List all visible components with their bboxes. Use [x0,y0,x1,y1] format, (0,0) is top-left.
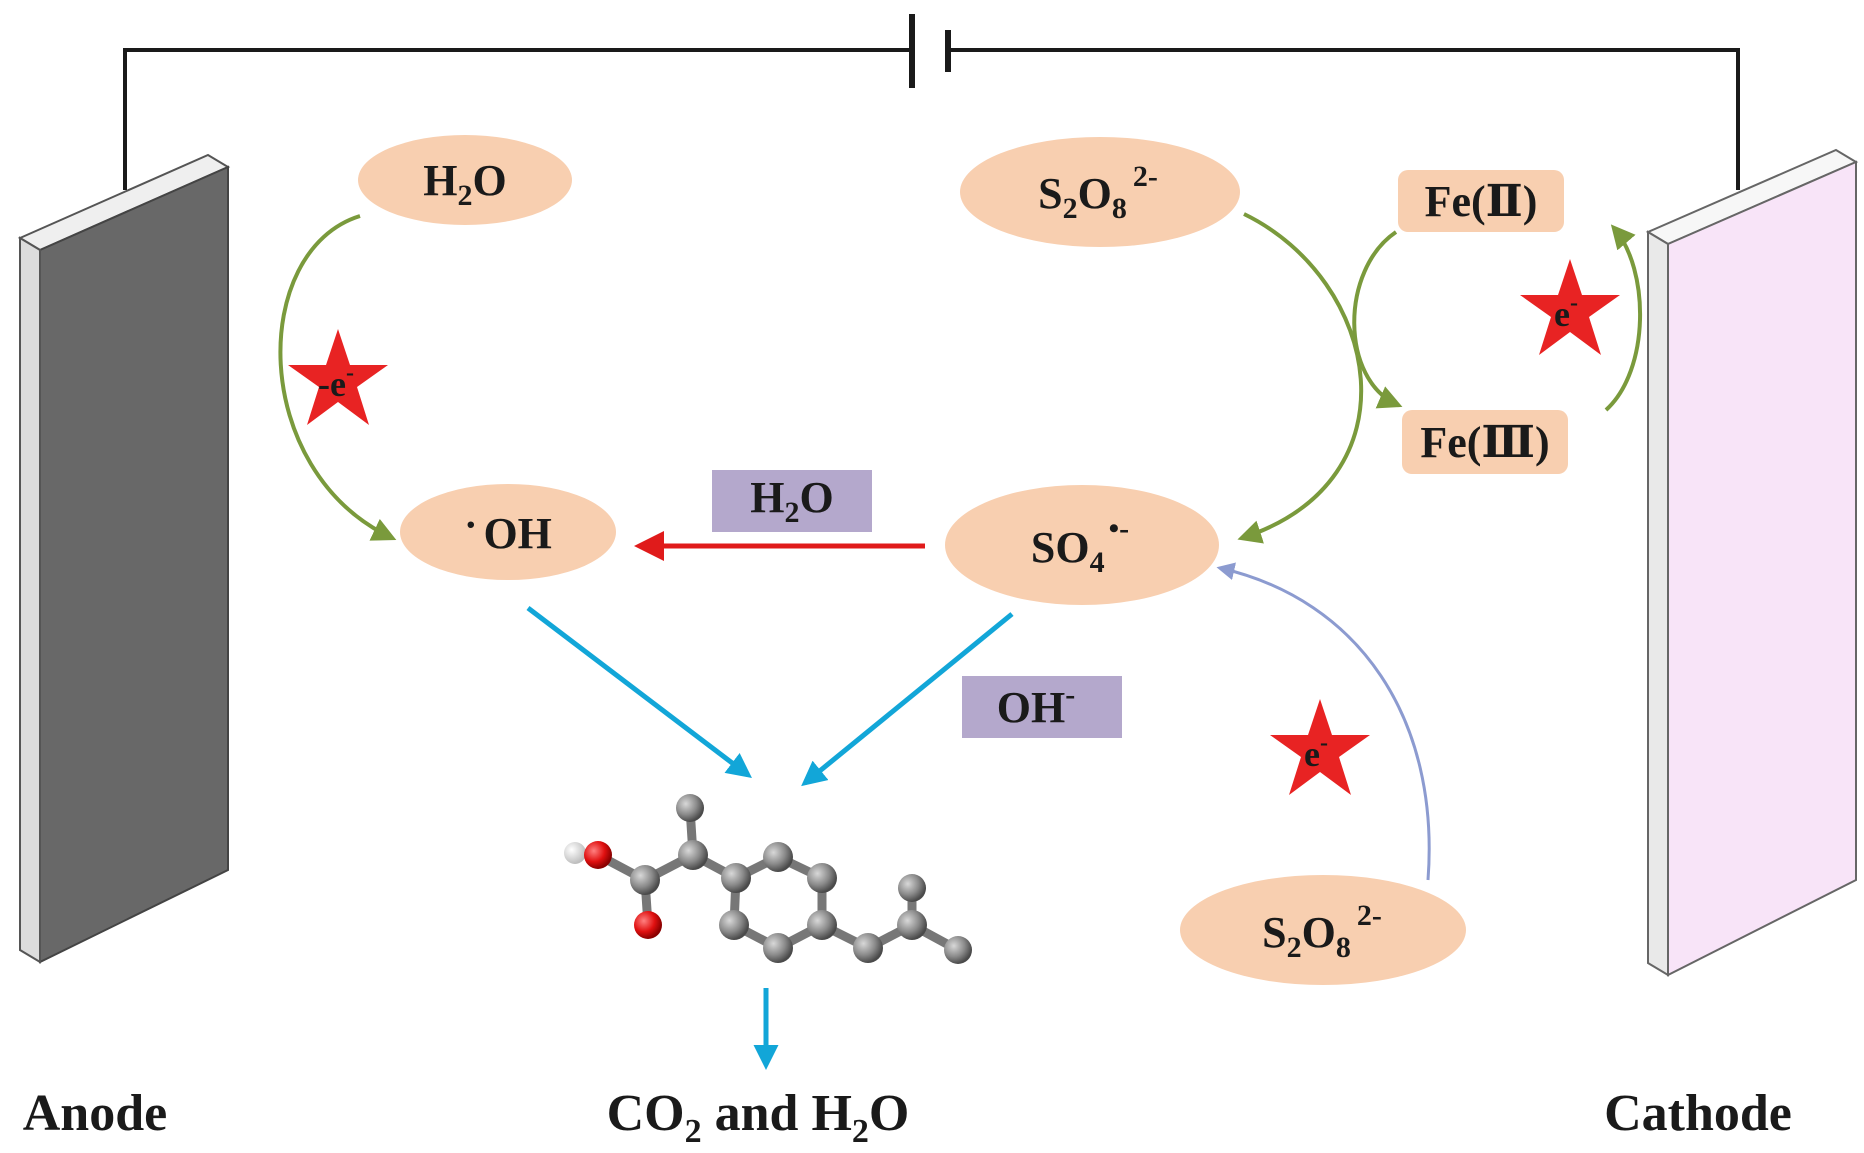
star-electron-loss-icon: -e- [288,329,388,425]
arrow-so4-to-ibuprofen [801,612,1014,787]
anode-plate [17,153,231,964]
svg-text:Fe(Ⅱ): Fe(Ⅱ) [1425,177,1538,226]
anode-label: Anode [23,1085,167,1142]
arrow-fe3-to-fe2 [1604,224,1643,412]
svg-text:e-: e- [1304,730,1328,774]
arrow-s2o8-to-so4-purple [1216,562,1431,881]
species-h2o: H2O [358,135,572,225]
svg-text:H2O: H2O [423,156,506,212]
species-so4-radical: SO4•- [945,485,1219,605]
svg-text:H2O: H2O [750,473,833,529]
svg-text:OH-: OH- [997,678,1075,732]
box-h2o: H2O [712,470,872,532]
svg-text:·OH: ·OH [464,502,552,558]
box-oh-minus: OH- [962,676,1122,738]
circuit-wire [123,48,1740,190]
cathode-label: Cathode [1604,1085,1792,1142]
species-s2o8-bottom: S2O82- [1180,875,1466,985]
arrow-fe2-to-fe3 [1352,230,1403,409]
svg-text:SO4•-: SO4•- [1031,512,1129,579]
svg-text:Fe(Ⅲ): Fe(Ⅲ) [1420,418,1549,467]
svg-text:S2O82-: S2O82- [1038,160,1158,225]
species-fe2: Fe(Ⅱ) [1398,170,1564,232]
cathode-plate [1645,148,1859,977]
svg-text:S2O82-: S2O82- [1262,899,1382,964]
species-s2o8-top: S2O82- [960,137,1240,247]
star-electron-fe-icon: e- [1520,259,1620,355]
arrow-oh-to-ibuprofen [526,606,752,779]
svg-text:e-: e- [1554,290,1578,334]
ibuprofen-molecule-icon [564,794,972,964]
species-fe3: Fe(Ⅲ) [1402,410,1568,474]
arrow-h2o-to-oh [278,214,397,541]
products-label: CO2 and H2O [607,1085,910,1150]
svg-text:-e-: -e- [318,360,354,404]
species-oh-radical: ·OH [400,484,616,580]
arrow-s2o8-to-so4 [1237,212,1364,544]
star-electron-gain-icon: e- [1270,699,1370,795]
power-source-icon [909,14,951,88]
